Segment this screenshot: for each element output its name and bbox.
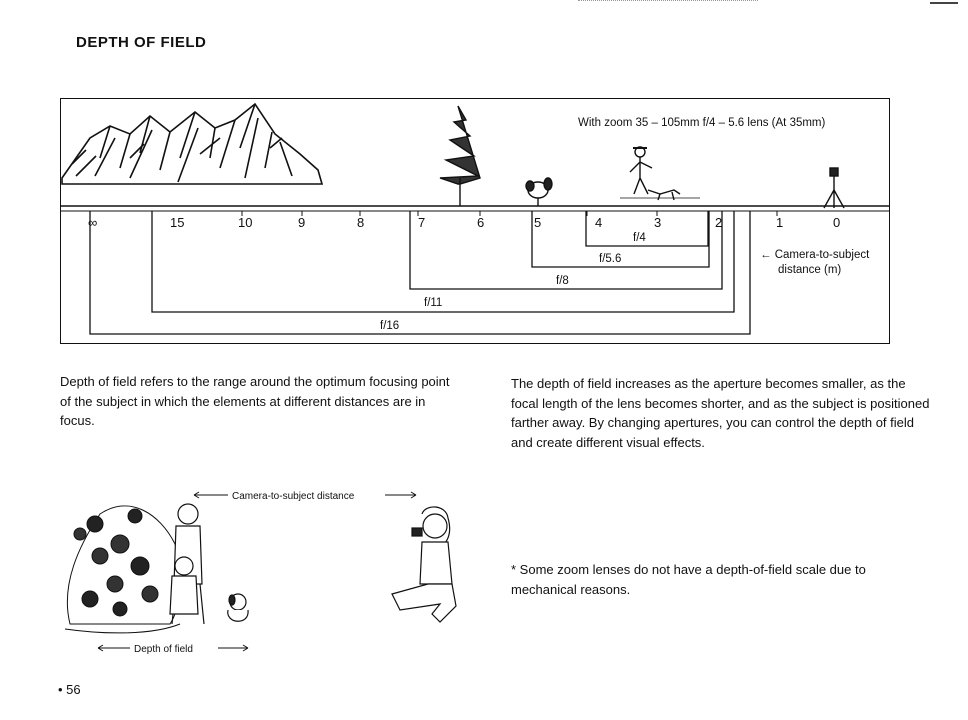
scale-tick-4: 4 — [595, 215, 602, 230]
puppy-illustration — [228, 594, 248, 621]
explanation-paragraph: The depth of field increases as the aper… — [511, 374, 931, 452]
lens-note: With zoom 35 – 105mm f/4 – 5.6 lens (At … — [578, 117, 826, 129]
scale-tick-5: 5 — [534, 215, 541, 230]
tree-illustration — [440, 106, 480, 206]
page-number: • 56 — [58, 682, 81, 697]
aperture-f8: f/8 — [556, 275, 569, 287]
flower-bush-illustration — [65, 506, 180, 633]
scale-tick-0: 0 — [833, 215, 840, 230]
scale-tick-2: 2 — [715, 215, 722, 230]
depth-of-field-illustration: Camera-to-subject distance — [60, 484, 480, 664]
children-illustration — [170, 504, 204, 624]
distance-unit-label: distance (m) — [778, 264, 841, 276]
depth-of-field-label: Depth of field — [134, 644, 193, 655]
bracket-f4 — [586, 211, 708, 246]
footnote: * Some zoom lenses do not have a depth-o… — [511, 560, 911, 599]
photographer-illustration — [392, 507, 456, 622]
definition-paragraph: Depth of field refers to the range aroun… — [60, 372, 460, 431]
depth-of-field-scale-diagram: ∞ 15 10 9 8 7 6 5 4 3 2 1 0 With zoom 35… — [60, 98, 890, 344]
scale-tick-8: 8 — [357, 215, 364, 230]
camera-tripod-illustration — [824, 168, 844, 208]
page-title: DEPTH OF FIELD — [76, 34, 206, 51]
distance-label: ← Camera-to-subject — [760, 249, 870, 261]
dog-illustration — [526, 178, 552, 206]
scale-tick-10: 10 — [238, 215, 252, 230]
scale-tick-9: 9 — [298, 215, 305, 230]
aperture-f4: f/4 — [633, 232, 646, 244]
top-edge-marks — [578, 0, 758, 3]
mountains-illustration — [62, 104, 322, 184]
aperture-f11: f/11 — [424, 297, 442, 309]
walking-person-illustration — [620, 147, 700, 200]
scale-tick-7: 7 — [418, 215, 425, 230]
aperture-f16: f/16 — [380, 320, 399, 332]
scale-tick-15: 15 — [170, 215, 184, 230]
scale-tick-3: 3 — [654, 215, 661, 230]
camera-to-subject-label: Camera-to-subject distance — [232, 491, 355, 502]
aperture-f5-6: f/5.6 — [599, 253, 621, 265]
top-corner-mark — [930, 2, 958, 4]
scale-tick-1: 1 — [776, 215, 783, 230]
scale-tick-6: 6 — [477, 215, 484, 230]
